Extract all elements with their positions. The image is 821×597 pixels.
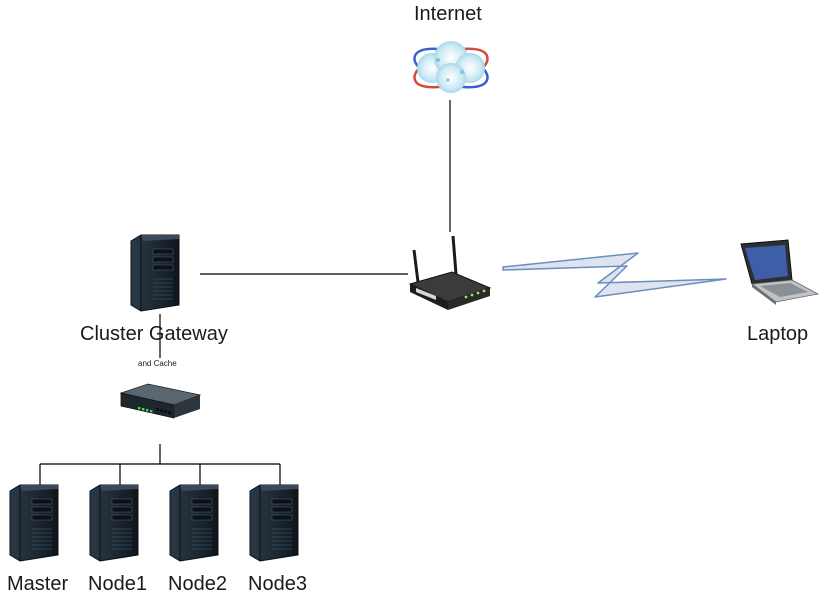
server-tower-icon	[89, 484, 139, 562]
laptop-label: Laptop	[747, 323, 809, 345]
node3-label: Node3	[248, 573, 307, 595]
gateway-label: Cluster Gateway	[80, 323, 228, 345]
node2-label: Node2	[168, 573, 227, 595]
wireless-link	[502, 252, 727, 298]
node1-label: Node1	[88, 573, 147, 595]
server-tower-icon	[130, 234, 180, 312]
laptop-icon	[740, 239, 820, 305]
network-switch-icon	[119, 383, 202, 419]
gateway-sublabel: and Cache	[138, 359, 177, 368]
cloud-icon	[413, 41, 489, 93]
server-tower-icon	[169, 484, 219, 562]
master-label: Master	[7, 573, 69, 595]
server-tower-icon	[249, 484, 299, 562]
wireless-router-icon	[408, 235, 492, 310]
internet-label: Internet	[414, 3, 482, 25]
server-tower-icon	[9, 484, 59, 562]
connection-lines	[39, 100, 451, 486]
